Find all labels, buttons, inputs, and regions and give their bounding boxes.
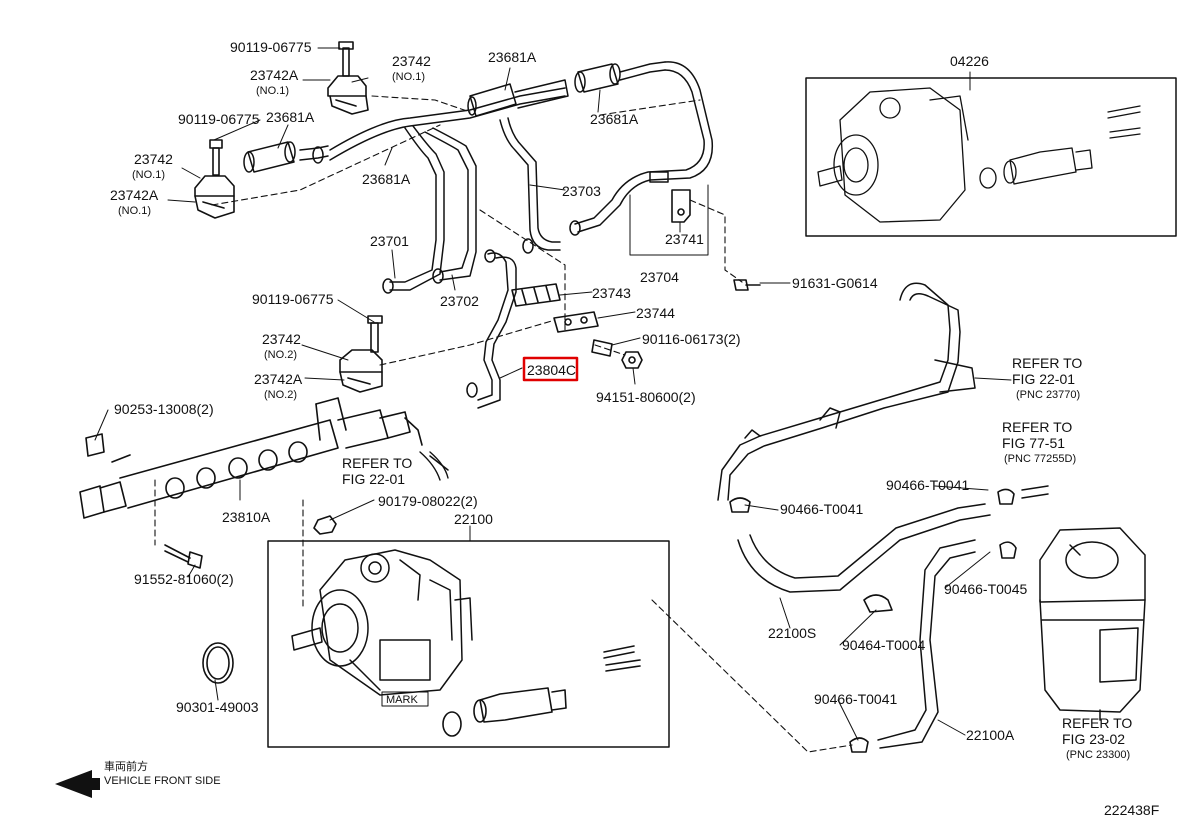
- callout-90464-T0004: 90464-T0004: [842, 637, 926, 653]
- refer-2-line2[interactable]: FIG 77-51: [1002, 435, 1065, 451]
- vehicle-front-label-jp: 車両前方: [104, 759, 148, 773]
- callout-90466-T0041-d: 90466-T0041: [814, 691, 898, 707]
- mark-tag: [381, 691, 429, 707]
- refer-4-line2[interactable]: FIG 23-02: [1062, 731, 1125, 747]
- refer-1-line3: (PNC 23770): [1016, 389, 1080, 401]
- callout-90179-08022: 90179-08022(2): [378, 493, 478, 509]
- inset-box-22100: [267, 540, 670, 748]
- callout-90119-06775-b: 90119-06775: [178, 111, 260, 127]
- callout-23681A-top: 23681A: [488, 49, 537, 65]
- o-ring-90301: [202, 642, 234, 684]
- callout-23810A: 23810A: [222, 509, 271, 525]
- callout-23703: 23703: [562, 183, 601, 199]
- callout-23804C[interactable]: 23804C: [527, 362, 576, 378]
- callout-23744: 23744: [636, 305, 675, 321]
- bolt-91631: [733, 279, 761, 291]
- callout-23742A-b-no: (NO.1): [118, 205, 151, 217]
- refer-1-line2[interactable]: FIG 22-01: [1012, 371, 1075, 387]
- callout-23742A-a: 23742A: [250, 67, 299, 83]
- highlight-frame-23804C: [522, 356, 579, 382]
- pump-solenoid-parts: [442, 645, 641, 737]
- callout-90301-49003: 90301-49003: [176, 699, 259, 715]
- fuel-filter: [1039, 527, 1146, 721]
- clamp-23744: [553, 311, 599, 333]
- callout-22100: 22100: [454, 511, 493, 527]
- leader-lines: [94, 47, 1012, 741]
- supply-pump-22100: [291, 549, 473, 696]
- refer-2-line3: (PNC 77255D): [1004, 453, 1076, 465]
- callout-23704: 23704: [640, 269, 679, 285]
- callout-04226: 04226: [950, 53, 989, 69]
- callout-23742-c-no: (NO.2): [264, 349, 297, 361]
- callout-90466-T0041-b: 90466-T0041: [780, 501, 864, 517]
- callout-90119-06775-c: 90119-06775: [252, 291, 334, 307]
- callout-23742-c: 23742: [262, 331, 301, 347]
- callout-23742A-b: 23742A: [110, 187, 159, 203]
- callout-90119-06775-a: 90119-06775: [230, 39, 312, 55]
- hose-clamps: [729, 488, 1017, 753]
- inset-box-04226: [805, 77, 1177, 237]
- callout-23742-b-no: (NO.1): [132, 169, 165, 181]
- callout-23742A-a-no: (NO.1): [256, 85, 289, 97]
- callout-23742-b: 23742: [134, 151, 173, 167]
- rail-drain-hose: [419, 451, 441, 481]
- callout-90253-13008: 90253-13008(2): [114, 401, 214, 417]
- callout-23681A-mid: 23681A: [362, 171, 411, 187]
- callout-23681A-right: 23681A: [590, 111, 639, 127]
- refer-4-line3: (PNC 23300): [1066, 749, 1130, 761]
- refer-3-line2[interactable]: FIG 22-01: [342, 471, 405, 487]
- callout-23741: 23741: [665, 231, 704, 247]
- callout-22100A: 22100A: [966, 727, 1015, 743]
- callout-90466-T0045: 90466-T0045: [944, 581, 1028, 597]
- dashed-guides: [154, 95, 853, 753]
- vehicle-front-label-en: VEHICLE FRONT SIDE: [104, 775, 221, 787]
- callout-23701: 23701: [370, 233, 409, 249]
- clamp-23742-no1-upper: [327, 41, 369, 115]
- bracket-23741: [671, 189, 691, 223]
- vehicle-front-arrow-icon: [55, 770, 100, 798]
- gasket-90179: [313, 515, 337, 535]
- refer-1-line1: REFER TO: [1012, 355, 1082, 371]
- callout-23742A-c: 23742A: [254, 371, 303, 387]
- refer-4-line1: REFER TO: [1062, 715, 1132, 731]
- fuel-hoses: [429, 282, 1049, 749]
- refer-2-line1: REFER TO: [1002, 419, 1072, 435]
- callout-94151-80600: 94151-80600(2): [596, 389, 696, 405]
- callout-90466-T0041-a: 90466-T0041: [886, 477, 970, 493]
- callout-23742-a: 23742: [392, 53, 431, 69]
- callout-91552-81060: 91552-81060(2): [134, 571, 234, 587]
- catalog-code: 222438F: [1104, 802, 1159, 818]
- refer-3-line1: REFER TO: [342, 455, 412, 471]
- callout-90116-06173: 90116-06173(2): [642, 331, 741, 347]
- callout-23742-a-no: (NO.1): [392, 71, 425, 83]
- mark-label: MARK: [386, 694, 418, 706]
- injection-pipes: [243, 61, 714, 409]
- callout-23742A-c-no: (NO.2): [264, 389, 297, 401]
- fuel-rail-23810A: [79, 397, 423, 519]
- clamp-23742-no2: [339, 315, 383, 393]
- clamp-23743: [511, 283, 561, 307]
- nut-94151: [621, 351, 643, 369]
- callout-22100S: 22100S: [768, 625, 816, 641]
- stud-90116: [591, 339, 613, 357]
- bolt-91552: [164, 544, 203, 569]
- callout-91631-G0614: 91631-G0614: [792, 275, 878, 291]
- callout-23743: 23743: [592, 285, 631, 301]
- callout-23681A-left: 23681A: [266, 109, 315, 125]
- supply-pump-04226: [817, 87, 1141, 223]
- callout-23702: 23702: [440, 293, 479, 309]
- clamp-23742-no1-lower: [194, 139, 235, 219]
